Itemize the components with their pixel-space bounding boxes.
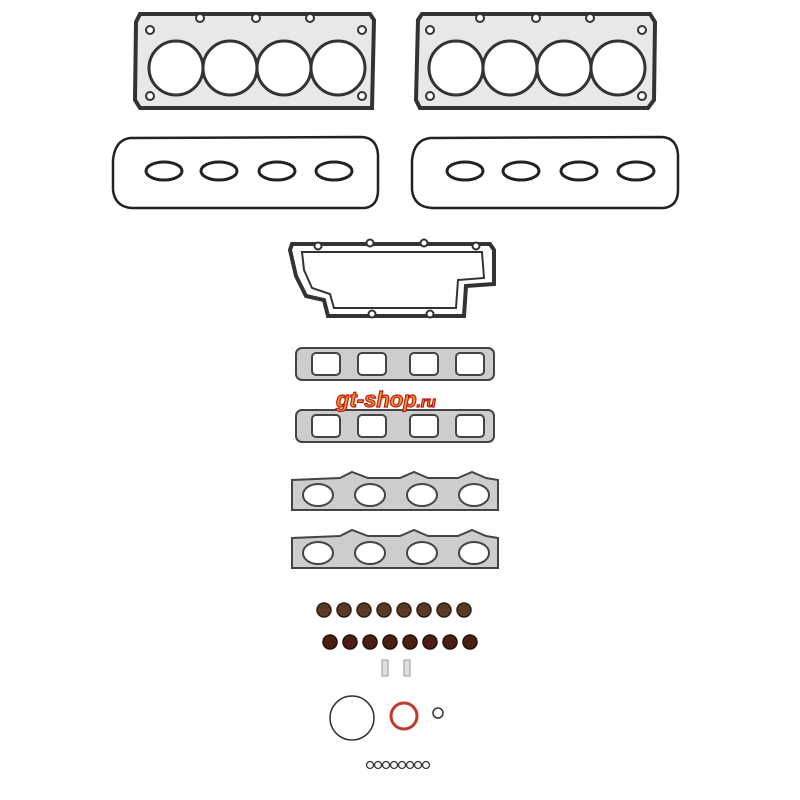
- valve-cover-gasket-right: [410, 135, 680, 210]
- exhaust-manifold-gasket-bottom: [291, 528, 499, 569]
- intake-manifold-gasket-bottom: [295, 409, 495, 443]
- valve-stem-seals-bottom-row: [322, 634, 478, 650]
- exhaust-manifold-gasket-top: [291, 470, 499, 511]
- watermark-logo: gt-shop.ru: [334, 386, 436, 412]
- intake-manifold-gasket-top: [295, 347, 495, 381]
- o-rings-small-row: [365, 760, 431, 770]
- watermark-text: gt-shop.ru: [335, 387, 436, 412]
- head-gasket-right: [413, 12, 658, 110]
- o-rings-large: [329, 695, 444, 741]
- valve-cover-gasket-left: [111, 135, 380, 210]
- intake-plenum-gasket: [287, 238, 496, 319]
- dowel-pins: [381, 659, 411, 677]
- head-gasket-left: [132, 12, 377, 110]
- valve-stem-seals-top-row: [316, 602, 472, 618]
